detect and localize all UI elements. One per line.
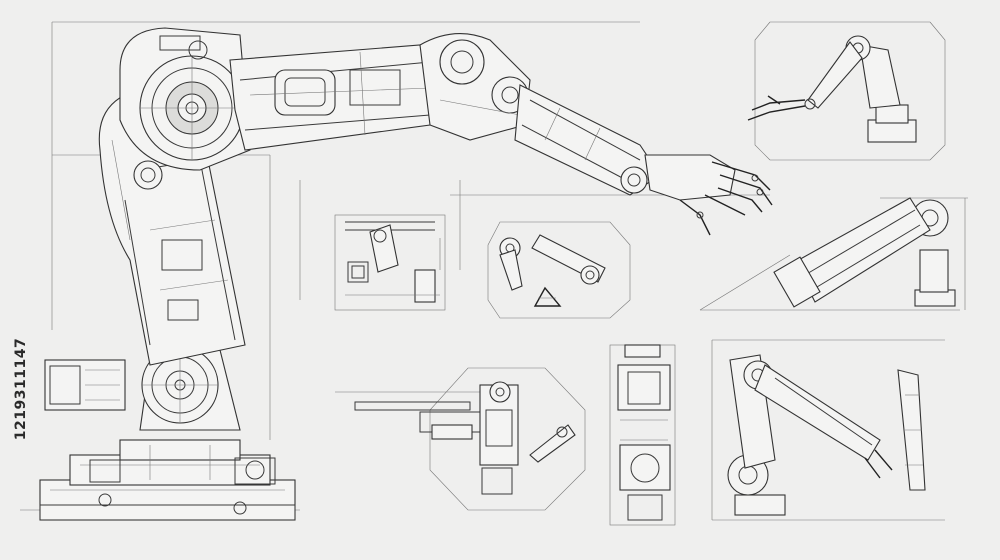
bottom-center-schematic [335, 367, 586, 511]
right-middle-arm-view [699, 197, 968, 311]
top-right-arm-view [747, 21, 946, 161]
stock-image-id: 1219311147 [13, 337, 29, 441]
robot-lower-arm [98, 94, 246, 366]
bottom-right-arm-view [711, 339, 945, 521]
robot-base [39, 439, 296, 521]
robot-shoulder-joint [119, 27, 251, 171]
robot-upper-arm [229, 44, 446, 151]
robot-elbow-joint [419, 33, 531, 141]
robot-hand-gripper [644, 154, 773, 236]
side-cabinet [44, 359, 126, 411]
front-view-schematic [609, 344, 676, 526]
main-robot-arm-drawing [39, 27, 773, 521]
robot-forearm [514, 84, 661, 196]
center-schematic-2 [487, 221, 631, 319]
construction-lines [20, 21, 770, 511]
center-schematic-1 [334, 214, 446, 311]
